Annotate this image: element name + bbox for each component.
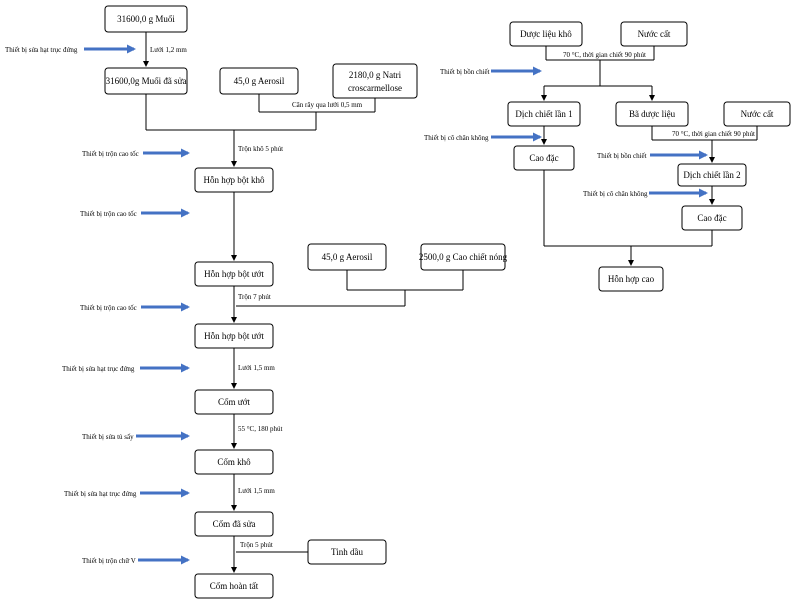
step-tron-kho-5: Trộn khô 5 phút (238, 145, 283, 153)
equipment-bon-chiet-1-label: Thiết bị bồn chiết (440, 68, 490, 76)
node-com-hoan-tat-label: Cốm hoàn tất (210, 581, 259, 591)
equipment-tron-cao-toc-3: Thiết bị trộn cao tốc (80, 302, 190, 312)
equipment-sua-hat-2: Thiết bị sửa hạt trục đứng (62, 363, 190, 373)
equipment-bon-chiet-2: Thiết bị bồn chiết (597, 150, 708, 160)
node-hon-hop-bot-uot-2: Hỗn hợp bột ướt (194, 323, 274, 349)
node-com-uot: Cốm ướt (194, 389, 274, 415)
equipment-tron-cao-toc-3-label: Thiết bị trộn cao tốc (80, 304, 137, 312)
equipment-co-chan-khong-2-label: Thiết bị cô chân không (583, 190, 648, 198)
equipment-co-chan-khong-2: Thiết bị cô chân không (583, 188, 708, 198)
step-tron-5: Trộn 5 phút (240, 541, 273, 549)
step-say-55: 55 °C, 180 phút (238, 425, 282, 433)
node-aerosil-1-label: 45,0 g Aerosil (234, 76, 285, 86)
node-aerosil-1: 45,0 g Aerosil (219, 67, 299, 95)
equipment-sua-hat-3: Thiết bị sửa hạt trục đứng (64, 488, 190, 498)
node-com-da-sua-label: Cốm đã sửa (213, 519, 256, 529)
equipment-sua-tu-say: Thiết bị sửa tủ sấy (82, 431, 190, 441)
node-cao-dac-1-label: Cao đặc (529, 153, 558, 163)
node-hon-hop-cao: Hỗn hợp cao (598, 266, 664, 292)
node-aerosil-2-label: 45,0 g Aerosil (322, 252, 373, 262)
node-com-hoan-tat: Cốm hoàn tất (194, 573, 274, 599)
node-com-kho-label: Cốm khô (217, 457, 251, 467)
node-nuoc-cat-2-label: Nước cất (741, 109, 774, 119)
step-luoi-1-2: Lưới 1,2 mm (150, 46, 187, 54)
node-nuoc-cat-2: Nước cất (723, 101, 791, 127)
node-ba-duoc-lieu: Bã dược liệu (615, 101, 689, 127)
node-nuoc-cat-1: Nước cất (620, 21, 688, 47)
node-hon-hop-bot-uot-1: Hỗn hợp bột ướt (194, 261, 274, 287)
equipment-tron-cao-toc-2: Thiết bị trộn cao tốc (80, 208, 190, 218)
node-cao-dac-1: Cao đặc (513, 145, 575, 171)
equipment-sua-hat-1: Thiết bị sửa hạt trục đứng (5, 44, 136, 54)
equipment-co-chan-khong-1-label: Thiết bị cô chân không (424, 134, 489, 142)
equipment-tron-cao-toc-1: Thiết bị trộn cao tốc (82, 148, 190, 158)
node-muoi: 31600,0 g Muối (104, 5, 188, 33)
node-ba-duoc-lieu-label: Bã dược liệu (629, 109, 676, 119)
equipment-co-chan-khong-1: Thiết bị cô chân không (424, 132, 542, 142)
node-dich-chiet-lan-2: Dịch chiết lần 2 (677, 163, 747, 187)
step-luoi-1-5-b: Lưới 1,5 mm (238, 487, 275, 495)
node-tinh-dau: Tinh dầu (307, 539, 387, 565)
node-dich-chiet-lan-1-label: Dịch chiết lần 1 (515, 109, 572, 119)
node-natri-label-2: croscarmellose (348, 83, 402, 93)
step-luoi-1-5-a: Lưới 1,5 mm (238, 364, 275, 372)
node-nuoc-cat-1-label: Nước cất (638, 29, 671, 39)
node-cao-chiet-nong: 2500,0 g Cao chiết nóng (419, 243, 508, 271)
node-tinh-dau-label: Tinh dầu (331, 547, 363, 557)
node-dich-chiet-lan-1: Dịch chiết lần 1 (507, 101, 581, 127)
equipment-tron-cao-toc-2-label: Thiết bị trộn cao tốc (80, 210, 137, 218)
node-natri-label-1: 2180,0 g Natri (349, 70, 402, 80)
node-duoc-lieu-kho: Dược liệu khô (509, 21, 583, 47)
step-can-ray: Cân rây qua lưới 0,5 mm (292, 101, 363, 109)
step-chiet-70-b: 70 °C, thời gian chiết 90 phút (672, 130, 755, 138)
node-com-da-sua: Cốm đã sửa (194, 511, 274, 537)
node-natri-croscarmellose: 2180,0 g Natri croscarmellose (332, 63, 418, 99)
node-hon-hop-bot-uot-1-label: Hỗn hợp bột ướt (204, 269, 264, 279)
node-com-kho: Cốm khô (194, 449, 274, 475)
node-aerosil-2: 45,0 g Aerosil (307, 243, 387, 271)
equipment-sua-hat-1-label: Thiết bị sửa hạt trục đứng (5, 46, 78, 54)
node-muoi-label: 31600,0 g Muối (117, 14, 175, 24)
equipment-sua-hat-2-label: Thiết bị sửa hạt trục đứng (62, 365, 135, 373)
equipment-bon-chiet-2-label: Thiết bị bồn chiết (597, 152, 647, 160)
node-hon-hop-bot-uot-2-label: Hỗn hợp bột ướt (204, 331, 264, 341)
node-hon-hop-cao-label: Hỗn hợp cao (608, 274, 655, 284)
node-cao-dac-2: Cao đặc (681, 205, 743, 231)
equipment-sua-hat-3-label: Thiết bị sửa hạt trục đứng (64, 490, 137, 498)
node-muoi-da-sua: 31600,0g Muối đã sửa (104, 67, 188, 95)
node-cao-chiet-nong-label: 2500,0 g Cao chiết nóng (419, 252, 508, 262)
equipment-bon-chiet-1: Thiết bị bồn chiết (440, 66, 542, 76)
equipment-tron-chu-v-label: Thiết bị trộn chữ V (82, 557, 136, 565)
equipment-sua-tu-say-label: Thiết bị sửa tủ sấy (82, 433, 134, 441)
equipment-tron-chu-v: Thiết bị trộn chữ V (82, 555, 190, 565)
node-com-uot-label: Cốm ướt (218, 397, 250, 407)
step-tron-7: Trộn 7 phút (238, 293, 271, 301)
node-duoc-lieu-kho-label: Dược liệu khô (520, 29, 572, 39)
node-cao-dac-2-label: Cao đặc (697, 213, 726, 223)
node-muoi-da-sua-label: 31600,0g Muối đã sửa (106, 76, 187, 86)
node-hon-hop-bot-kho-label: Hỗn hợp bột khô (203, 175, 265, 185)
node-hon-hop-bot-kho: Hỗn hợp bột khô (194, 167, 274, 193)
step-chiet-70-a: 70 °C, thời gian chiết 90 phút (563, 51, 646, 59)
node-dich-chiet-lan-2-label: Dịch chiết lần 2 (683, 170, 740, 180)
equipment-tron-cao-toc-1-label: Thiết bị trộn cao tốc (82, 150, 139, 158)
